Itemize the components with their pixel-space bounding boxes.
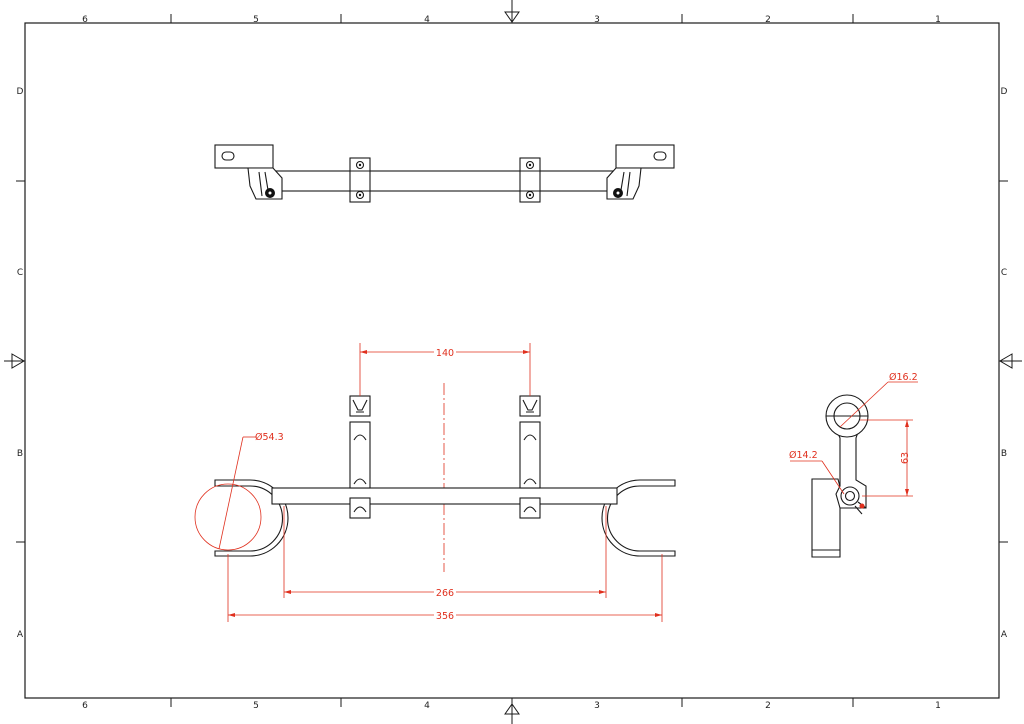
front-view-dimensions: 140 266 356 Ø54.3 [227,343,663,622]
col-label-top: 1 [935,15,941,25]
dim-clamp-spacing: 140 [436,348,454,359]
col-label-bottom: 6 [82,701,88,711]
top-view-tube [275,170,615,192]
top-view-clamp-left [349,157,371,203]
col-label-top: 6 [82,15,88,25]
col-label-bottom: 5 [253,701,259,711]
top-view [214,144,675,203]
front-view-ring-diameter-circle [194,483,262,551]
col-label-top: 4 [424,15,430,25]
row-label-right: D [1001,87,1008,97]
row-label-right: C [1001,268,1007,278]
row-label-left: A [17,630,24,640]
col-label-bottom: 4 [424,701,430,711]
top-view-left-bracket [214,144,283,200]
col-label-bottom: 3 [594,701,600,711]
row-label-left: B [17,449,23,459]
front-view-tube [271,487,618,505]
dim-inner-span: 266 [436,588,454,599]
row-label-left: C [17,268,23,278]
col-label-top: 2 [765,15,771,25]
col-label-bottom: 1 [935,701,941,711]
side-view-block [811,478,841,558]
dim-tube-diameter: Ø16.2 [889,372,918,383]
dim-ring-diameter: Ø54.3 [255,432,284,443]
drawing-border [24,22,1000,699]
front-view [194,383,676,572]
dim-side-height: 63 [900,452,911,464]
column-ticks [16,14,1008,707]
row-label-left: D [17,87,24,97]
side-view-dimensions: Ø16.2 Ø14.2 63 [789,372,918,497]
dim-overall-span: 356 [436,611,454,622]
col-label-top: 3 [594,15,600,25]
front-view-clamp-left [349,395,371,519]
col-label-bottom: 2 [765,701,771,711]
side-view [811,394,869,558]
front-view-clamp-right [519,395,541,519]
side-view-pivot [840,486,860,506]
top-view-clamp-right [519,157,541,203]
centering-marks [4,0,1022,724]
dim-pin-diameter: Ø14.2 [789,450,818,461]
col-label-top: 5 [253,15,259,25]
row-label-right: A [1001,630,1008,640]
zone-labels: 6 5 4 3 2 1 6 5 4 3 2 1 D C B A D C B A [17,15,1008,711]
row-label-right: B [1001,449,1007,459]
top-view-right-bracket [606,144,675,200]
